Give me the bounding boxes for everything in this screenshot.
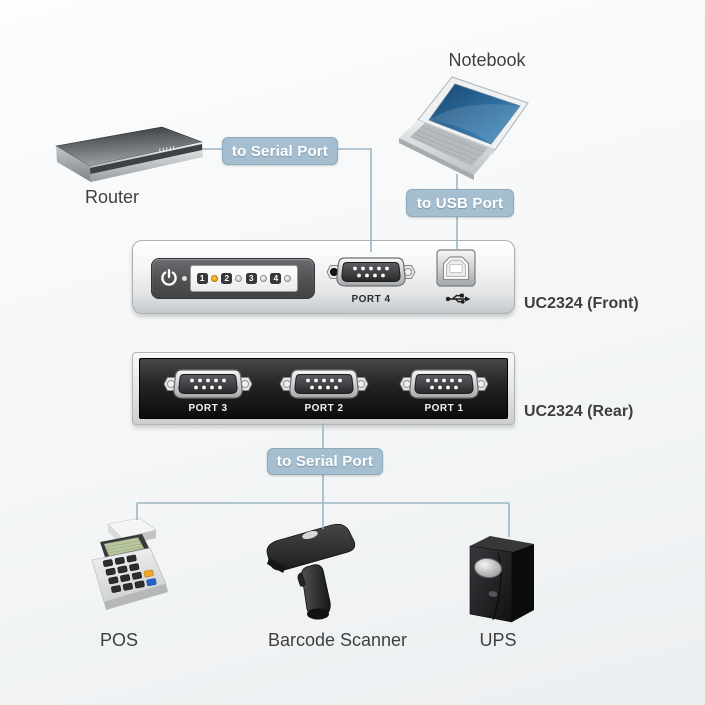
scanner-head (266, 523, 356, 571)
to-usb-port-label: to USB Port (406, 189, 514, 217)
uc2324-front-panel: 1 2 3 4 (132, 240, 515, 314)
led-housing: 1 2 3 4 (151, 258, 315, 299)
notebook-illustration (399, 76, 529, 180)
ups-button (488, 591, 498, 597)
serial-port-3 (162, 363, 254, 405)
pos-keypad (102, 554, 157, 593)
db9-pins (353, 266, 389, 278)
db9-serial-port-icon (279, 369, 369, 399)
db9-face (341, 262, 401, 282)
router-vents (159, 145, 175, 153)
uc2324-front-caption: UC2324 (Front) (524, 295, 639, 312)
power-icon (161, 269, 177, 286)
ups-display (474, 557, 502, 579)
db9-pins (190, 378, 226, 390)
notebook-screen (428, 83, 521, 145)
pos-label: POS (99, 630, 138, 650)
port3-label: PORT 3 (188, 403, 228, 414)
port2-led (235, 275, 243, 282)
db9-serial-port-icon (163, 369, 253, 399)
pos-blue-key (146, 578, 157, 586)
port1-led (210, 275, 218, 282)
port-led-group: 3 (245, 273, 267, 284)
port-led-strip: 1 2 3 4 (190, 265, 298, 292)
ups-label: UPS (479, 630, 517, 650)
port-led-group: 4 (270, 273, 292, 284)
uc2324-rear-caption: UC2324 (Rear) (524, 403, 634, 420)
pos-orange-key (143, 569, 154, 578)
db9-face (294, 374, 354, 394)
pos-illustration (91, 517, 168, 610)
port3-led (259, 275, 267, 282)
db9-serial-port-icon (399, 369, 489, 399)
port2-label: PORT 2 (304, 403, 344, 414)
port-number-badge: 3 (245, 273, 257, 284)
db9-pins (426, 378, 462, 390)
db9-pins (306, 378, 342, 390)
router-illustration (55, 126, 204, 182)
port4-led (284, 275, 292, 282)
power-led (182, 276, 187, 281)
db9-serial-port-icon (326, 257, 416, 287)
to-serial-port-label-top: to Serial Port (222, 137, 338, 165)
port-led-group: 1 (196, 273, 218, 284)
db9-face (414, 374, 474, 394)
barcode-scanner-illustration (266, 523, 356, 620)
ups-illustration (469, 536, 534, 623)
port-number-badge: 1 (196, 273, 208, 284)
port4-label: PORT 4 (351, 294, 391, 305)
port-number-badge: 4 (270, 273, 282, 284)
serial-port-2 (278, 363, 370, 405)
barcode-scanner-label: Barcode Scanner (267, 630, 408, 650)
router-label: Router (84, 187, 140, 207)
serial-port-1 (398, 363, 490, 405)
uc2324-rear-panel: PORT 3 PORT 2 PORT 1 (132, 352, 515, 425)
notebook-keyboard (410, 123, 488, 166)
port-number-badge: 2 (221, 273, 233, 284)
db9-face (178, 374, 238, 394)
serial-port-4 (325, 251, 417, 293)
notebook-label: Notebook (448, 50, 526, 70)
to-serial-port-label-bottom: to Serial Port (267, 448, 383, 475)
port1-label: PORT 1 (424, 403, 464, 414)
usb-icon (445, 293, 471, 304)
usb-b-port-icon (436, 249, 476, 287)
port-led-group: 2 (221, 273, 243, 284)
